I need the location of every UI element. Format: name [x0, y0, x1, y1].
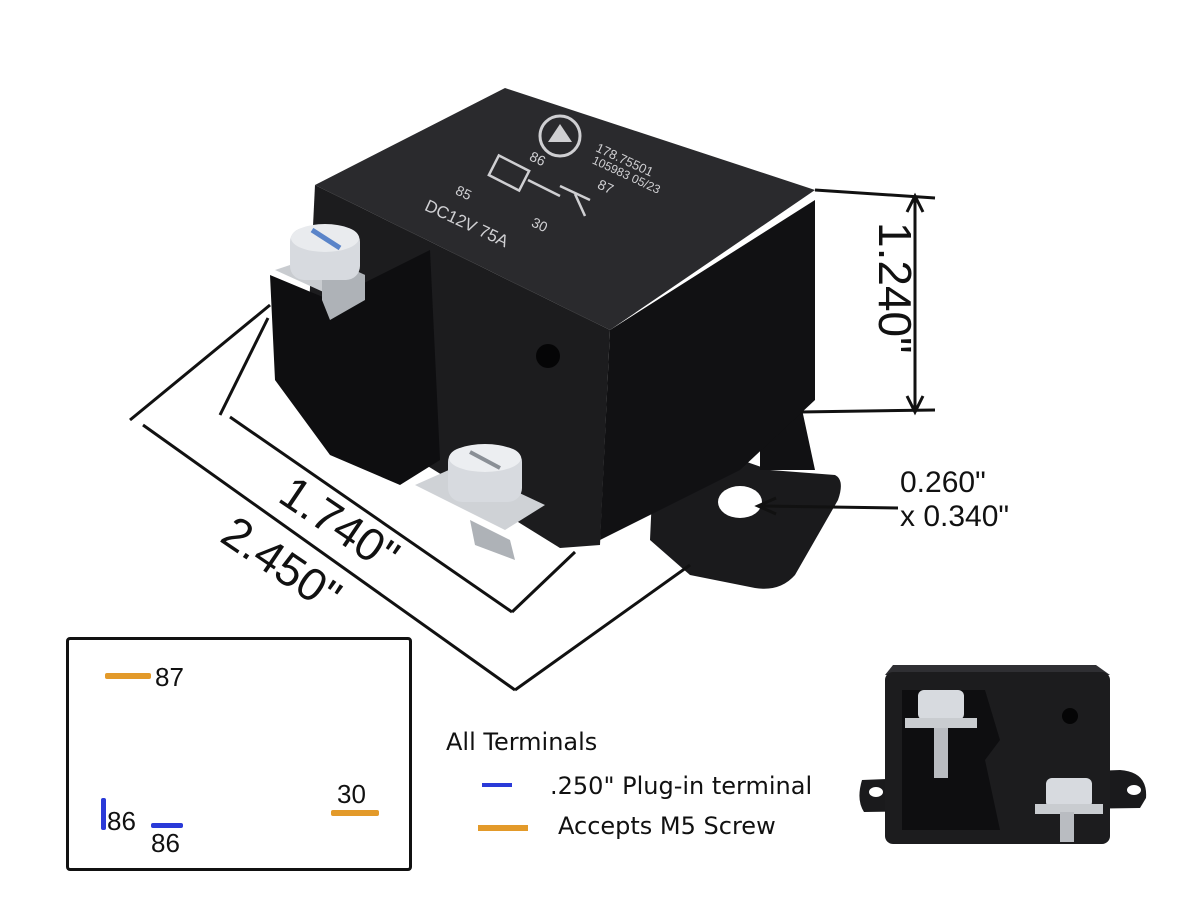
pin-86-label-a: 86: [107, 806, 136, 836]
legend-title: All Terminals: [446, 728, 598, 756]
legend-plugin-swatch: [482, 783, 512, 787]
brand-logo: [538, 114, 582, 158]
hole-leader-arrowhead: [754, 496, 777, 516]
relay-top-face: [315, 88, 815, 330]
height-dim-arrow-top: [905, 192, 925, 213]
terminal-block: [270, 250, 440, 485]
mounting-hole: [718, 486, 762, 518]
front-view-hole-right: [1127, 785, 1141, 795]
pin-86-vertical-marker: [101, 798, 106, 830]
pin-layout-diagram: 87 86 86 30: [66, 637, 412, 871]
inner-dim-extension-right: [510, 550, 577, 614]
legend-plugin-label: .250" Plug-in terminal: [550, 772, 813, 800]
pin-30-marker: [331, 810, 379, 816]
pin-86-label-b: 86: [151, 828, 180, 858]
front-view-screw-bottom: [1046, 778, 1092, 808]
legend-screw-label: Accepts M5 Screw: [558, 812, 776, 840]
hole-size-label: 0.260" x 0.340": [900, 466, 1009, 534]
height-dim-arrow-bottom: [905, 395, 925, 416]
front-view-stud-top: [934, 728, 948, 778]
relay-side-face: [600, 200, 815, 540]
relay-schematic-symbol: [487, 153, 591, 217]
front-hole: [536, 344, 560, 368]
pin-87-label: 87: [155, 662, 184, 692]
overall-dim-line: [142, 423, 516, 692]
overall-dim-extension-right: [514, 563, 691, 692]
hole-size-line-2: x 0.340": [900, 500, 1010, 533]
hole-leader-line: [759, 504, 899, 510]
inner-dim-extension-left: [218, 317, 270, 416]
front-view-hole-left: [869, 787, 883, 797]
upper-screw-slot: [310, 227, 342, 251]
lower-screw-slot: [469, 450, 501, 470]
hole-size-line-1: 0.260": [900, 466, 986, 499]
front-view-bracket-bottom: [1035, 804, 1103, 814]
lower-terminal-plate: [470, 520, 515, 560]
inner-dim-line: [229, 415, 513, 614]
pin-30-label: 30: [337, 779, 366, 809]
pin-87-marker: [105, 673, 151, 679]
overall-dim-extension-left: [129, 303, 271, 422]
pin-86-horizontal-marker: [151, 823, 183, 828]
front-view-hole: [1062, 708, 1078, 724]
front-view-screw-top: [918, 690, 964, 720]
legend-screw-swatch: [478, 825, 528, 831]
front-view-bracket-top: [905, 718, 977, 728]
front-view-stud-bottom: [1060, 812, 1074, 842]
